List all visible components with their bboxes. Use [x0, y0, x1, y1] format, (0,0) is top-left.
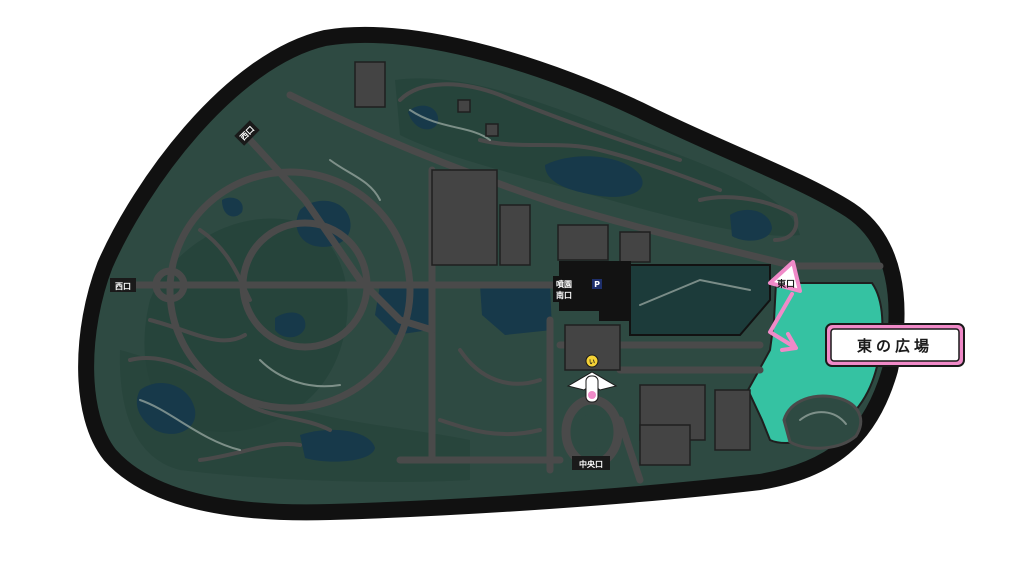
- path-west-3: [198, 228, 252, 302]
- building-central-2: [499, 204, 531, 266]
- east-hall: [629, 264, 771, 336]
- path-south-1: [438, 418, 542, 437]
- east-plaza-path: [799, 411, 847, 425]
- info-badge[interactable]: い: [585, 354, 599, 368]
- building-east-3: [639, 424, 691, 466]
- guide-arrow: [768, 292, 798, 352]
- pond-north-1: [545, 156, 643, 197]
- parking-symbol: P: [594, 280, 600, 289]
- east-hall-line: [639, 278, 751, 306]
- gate-west[interactable]: 西口: [110, 278, 136, 292]
- path-west-2: [148, 318, 247, 343]
- landmark-tower-icon[interactable]: [566, 371, 618, 403]
- gate-center-north-line1: 噴園: [556, 279, 572, 289]
- road-northwest-diagonal: [246, 136, 364, 284]
- pond-north-east: [730, 209, 772, 241]
- building-central-3: [557, 224, 609, 261]
- path-southwest-1: [198, 442, 302, 462]
- road-diagonal-center: [356, 276, 436, 334]
- central-fountain-inner: [577, 413, 607, 451]
- gate-center-north-line2: 南口: [556, 290, 572, 300]
- info-badge-text: い: [589, 359, 595, 366]
- trail-3: [409, 109, 491, 141]
- building-north-small-2: [485, 123, 499, 137]
- gate-east-label: 東口: [777, 278, 795, 290]
- trail-4: [329, 159, 381, 201]
- building-north-tower: [354, 61, 386, 108]
- path-west-1: [128, 356, 332, 432]
- trail-1: [139, 399, 241, 451]
- parking-marker[interactable]: P: [592, 279, 602, 289]
- east-plaza-garden: [782, 394, 862, 450]
- pond-center-blue: [480, 285, 552, 335]
- road-east-lower: [616, 416, 644, 484]
- gate-center[interactable]: 中央口: [572, 456, 610, 470]
- west-big-loop: [166, 168, 414, 412]
- east-plaza-callout[interactable]: 東の広場: [825, 323, 965, 367]
- trail-2: [259, 359, 341, 388]
- path-center-1: [458, 348, 542, 386]
- path-north-3: [698, 195, 799, 242]
- central-plaza: [559, 261, 631, 321]
- gate-center-north[interactable]: 噴園 南口: [553, 276, 575, 302]
- east-plaza-callout-label: 東の広場: [857, 337, 933, 355]
- pond-middle: [275, 312, 306, 338]
- pond-south: [300, 429, 375, 462]
- south-forest-zone: [119, 350, 470, 482]
- pond-small-west: [222, 197, 243, 217]
- building-central-4: [619, 231, 651, 263]
- gate-east[interactable]: 東口: [768, 260, 802, 293]
- building-south-center: [564, 324, 621, 371]
- building-north-small-1: [457, 99, 471, 113]
- gate-center-label: 中央口: [579, 459, 603, 469]
- gate-west-label: 西口: [115, 282, 131, 291]
- path-north-2: [478, 138, 722, 192]
- building-east-2: [714, 389, 751, 451]
- gate-north-west[interactable]: 西口: [234, 120, 260, 146]
- building-central-north: [431, 169, 498, 266]
- path-north-1: [398, 82, 682, 162]
- road-north-edge: [286, 91, 794, 269]
